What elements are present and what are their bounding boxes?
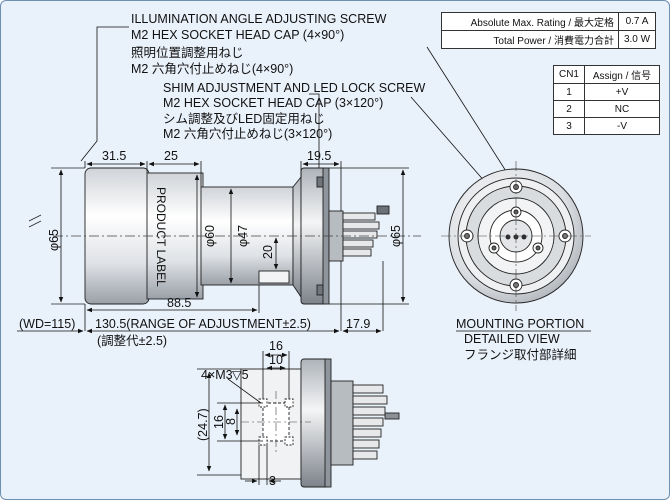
pin-table-row: 2 NC <box>553 100 660 118</box>
dim-thread-depth: ▽5 <box>232 368 249 382</box>
callout-screw1-en2: M2 HEX SOCKET HEAD CAP (4×90°) <box>131 28 344 42</box>
callout-screw2-jp2: M2 六角穴付止めねじ(3×120°) <box>163 126 332 141</box>
dim-17-9: 17.9 <box>346 317 370 331</box>
pin-number: 2 <box>553 100 585 118</box>
dim-16-vertical: 16 <box>212 415 226 429</box>
ratings-row: Total Power / 消費電力合計 3.0 W <box>441 30 656 49</box>
dim-range-jp: (調整代±2.5) <box>97 333 167 348</box>
rear-bell <box>292 175 302 299</box>
callout-screw2-en1: SHIM ADJUSTMENT AND LED LOCK SCREW <box>163 81 426 95</box>
callout-screw1-jp2: M2 六角穴付止めねじ(4×90°) <box>131 61 293 76</box>
callout-texts: ILLUMINATION ANGLE ADJUSTING SCREW M2 HE… <box>131 12 426 141</box>
dim-phi65-left: φ65 <box>47 229 61 251</box>
product-label-text: PRODUCT LABEL <box>154 187 168 287</box>
pin-number: 1 <box>553 83 585 101</box>
key-pad <box>258 270 290 284</box>
flange-detail-view <box>240 358 400 488</box>
pin-header-assign: Assign / 信号 <box>584 65 660 84</box>
dim-24-7: (24.7) <box>196 408 210 441</box>
detail-dim-texts: 16 10 4×M3 ▽5 8 16 (24.7) 3 <box>196 339 283 488</box>
mounting-title-jp: フランジ取付部詳細 <box>464 347 577 362</box>
rating-label: Total Power / 消費電力合計 <box>441 30 619 49</box>
rating-value: 3.0 W <box>618 30 656 49</box>
dim-19-5: 19.5 <box>307 149 331 163</box>
dim-range: 130.5(RANGE OF ADJUSTMENT±2.5) <box>95 317 311 331</box>
ratings-row: Absolute Max. Rating / 最大定格 0.7 A <box>441 12 656 31</box>
pin-table-row: 1 +V <box>553 83 660 101</box>
pin-header-cn1: CN1 <box>553 65 585 84</box>
dim-phi60: φ60 <box>203 225 217 247</box>
rating-label: Absolute Max. Rating / 最大定格 <box>441 12 619 31</box>
side-view <box>28 167 421 305</box>
dim-20: 20 <box>261 245 275 259</box>
callout-leaders <box>80 26 512 192</box>
callout-screw2-en2: M2 HEX SOCKET HEAD CAP (3×120°) <box>163 96 383 110</box>
callout-screw1-en1: ILLUMINATION ANGLE ADJUSTING SCREW <box>131 12 387 26</box>
rating-value: 0.7 A <box>618 12 656 31</box>
dim-88-5: 88.5 <box>167 296 191 310</box>
mounting-title-1: MOUNTING PORTION <box>456 317 584 331</box>
pin-table-row: 3 -V <box>553 117 660 135</box>
dim-wd: (WD=115) <box>19 317 75 331</box>
mounting-caption: MOUNTING PORTION DETAILED VIEW フランジ取付部詳細 <box>456 317 591 362</box>
dim-thread: 4×M3 <box>201 368 233 382</box>
dim-8: 8 <box>224 418 238 425</box>
mounting-end-view <box>441 161 591 311</box>
pin-table-header: CN1 Assign / 信号 <box>553 65 660 84</box>
side-view-dimensions <box>17 161 409 334</box>
dim-3: 3 <box>269 474 276 488</box>
dim-phi47: φ47 <box>236 225 250 247</box>
mounting-title-2: DETAILED VIEW <box>464 332 560 346</box>
dim-31-5: 31.5 <box>102 149 126 163</box>
detail-dimensions <box>197 351 290 485</box>
callout-screw2-jp1: シム調整及びLED固定用ねじ <box>163 111 325 126</box>
pin-assign: +V <box>584 83 660 101</box>
pin-assign: NC <box>584 100 660 118</box>
side-view-dim-texts: 31.5 25 19.5 φ65 φ60 φ47 20 φ65 88.5 (WD… <box>19 149 403 348</box>
dim-phi65-right: φ65 <box>389 225 403 247</box>
pin-assign: -V <box>584 117 660 135</box>
pin-number: 3 <box>553 117 585 135</box>
dim-16: 16 <box>269 339 283 353</box>
dim-25: 25 <box>164 149 178 163</box>
ratings-table: Absolute Max. Rating / 最大定格 0.7 A Total … <box>441 12 656 49</box>
callout-screw1-jp1: 照明位置調整用ねじ <box>131 45 244 60</box>
dim-10: 10 <box>269 353 283 367</box>
pin-assign-table: CN1 Assign / 信号 1 +V 2 NC 3 -V <box>553 65 660 135</box>
